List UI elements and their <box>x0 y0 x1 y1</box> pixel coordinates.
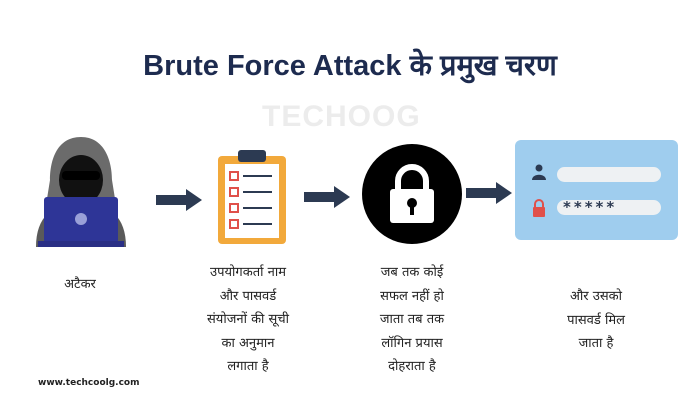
watermark-logo: TECHOOG <box>262 100 421 133</box>
login-form-icon: ***** <box>515 140 678 240</box>
caption-line: और पासवर्ड <box>219 288 277 304</box>
step-4-caption: और उसको पासवर्ड मिल जाता है <box>526 285 666 356</box>
step-1-caption: अटैकर <box>20 273 140 297</box>
checklist-clipboard-icon <box>218 150 286 244</box>
caption-line: संयोजनों की सूची <box>207 312 289 327</box>
username-field <box>557 167 661 182</box>
step-3-caption: जब तक कोई सफल नहीं हो जाता तब तक लॉगिन प… <box>342 261 482 379</box>
page-title: Brute Force Attack के प्रमुख चरण <box>143 50 557 82</box>
caption-line: लगाता है <box>227 359 269 374</box>
arrow-right-icon <box>156 189 202 211</box>
arrow-right-icon <box>466 182 512 204</box>
caption-line: का अनुमान <box>221 335 275 351</box>
website-url: www.techcoolg.com <box>38 378 140 388</box>
caption-line: उपयोगकर्ता नाम <box>210 265 286 280</box>
padlock-icon <box>533 199 545 217</box>
step-2-caption: उपयोगकर्ता नाम और पासवर्ड संयोजनों की सू… <box>178 261 318 379</box>
caption-line: दोहराता है <box>388 359 436 374</box>
caption-line: पासवर्ड मिल <box>567 312 625 328</box>
caption-line: जाता तब तक <box>379 312 445 327</box>
caption-line: जब तक कोई <box>380 265 444 280</box>
user-icon <box>532 164 546 180</box>
caption-line: सफल नहीं हो <box>380 288 444 304</box>
hacker-icon <box>36 137 126 247</box>
caption-line: अटैकर <box>64 277 96 292</box>
caption-line: और उसको <box>569 289 622 304</box>
arrow-right-icon <box>304 186 350 208</box>
caption-line: जाता है <box>578 336 614 351</box>
caption-line: लॉगिन प्रयास <box>381 335 443 351</box>
lock-icon <box>362 144 462 244</box>
password-field: ***** <box>557 200 661 215</box>
